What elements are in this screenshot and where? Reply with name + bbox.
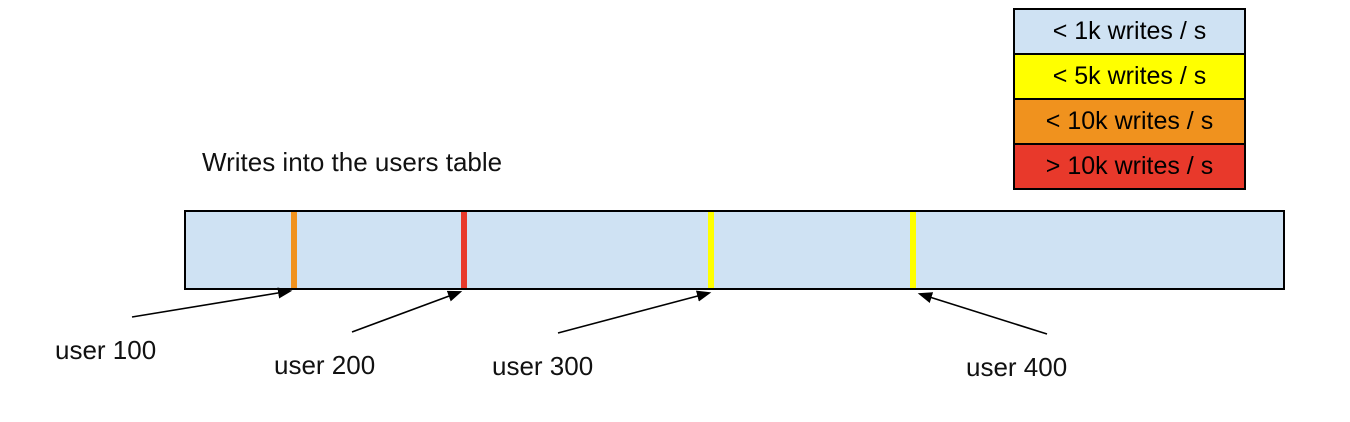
legend-item-label: < 1k writes / s bbox=[1052, 17, 1207, 45]
marker-user-200 bbox=[461, 212, 467, 288]
marker-user-400 bbox=[910, 212, 916, 288]
users-table-bar bbox=[184, 210, 1285, 290]
label-user-100: user 100 bbox=[55, 335, 157, 365]
marker-user-300 bbox=[708, 212, 714, 288]
legend-item-gt-10k: > 10k writes / s bbox=[1013, 143, 1246, 190]
label-user-400: user 400 bbox=[966, 352, 1068, 382]
label-user-300: user 300 bbox=[492, 351, 594, 381]
arrow-user-300 bbox=[557, 290, 712, 334]
legend-item-lt-10k: < 10k writes / s bbox=[1013, 98, 1246, 145]
legend-item-label: < 10k writes / s bbox=[1045, 107, 1214, 135]
label-user-200: user 200 bbox=[274, 350, 376, 380]
legend-item-lt-1k: < 1k writes / s bbox=[1013, 8, 1246, 55]
arrow-user-100 bbox=[131, 287, 293, 318]
legend-item-label: > 10k writes / s bbox=[1045, 152, 1214, 180]
arrow-user-400 bbox=[917, 292, 1048, 335]
arrow-user-200 bbox=[351, 290, 463, 333]
diagram-title: Writes into the users table bbox=[202, 147, 503, 177]
marker-user-100 bbox=[291, 212, 297, 288]
legend: < 1k writes / s < 5k writes / s < 10k wr… bbox=[1013, 8, 1246, 190]
legend-item-label: < 5k writes / s bbox=[1052, 62, 1207, 90]
legend-item-lt-5k: < 5k writes / s bbox=[1013, 53, 1246, 100]
